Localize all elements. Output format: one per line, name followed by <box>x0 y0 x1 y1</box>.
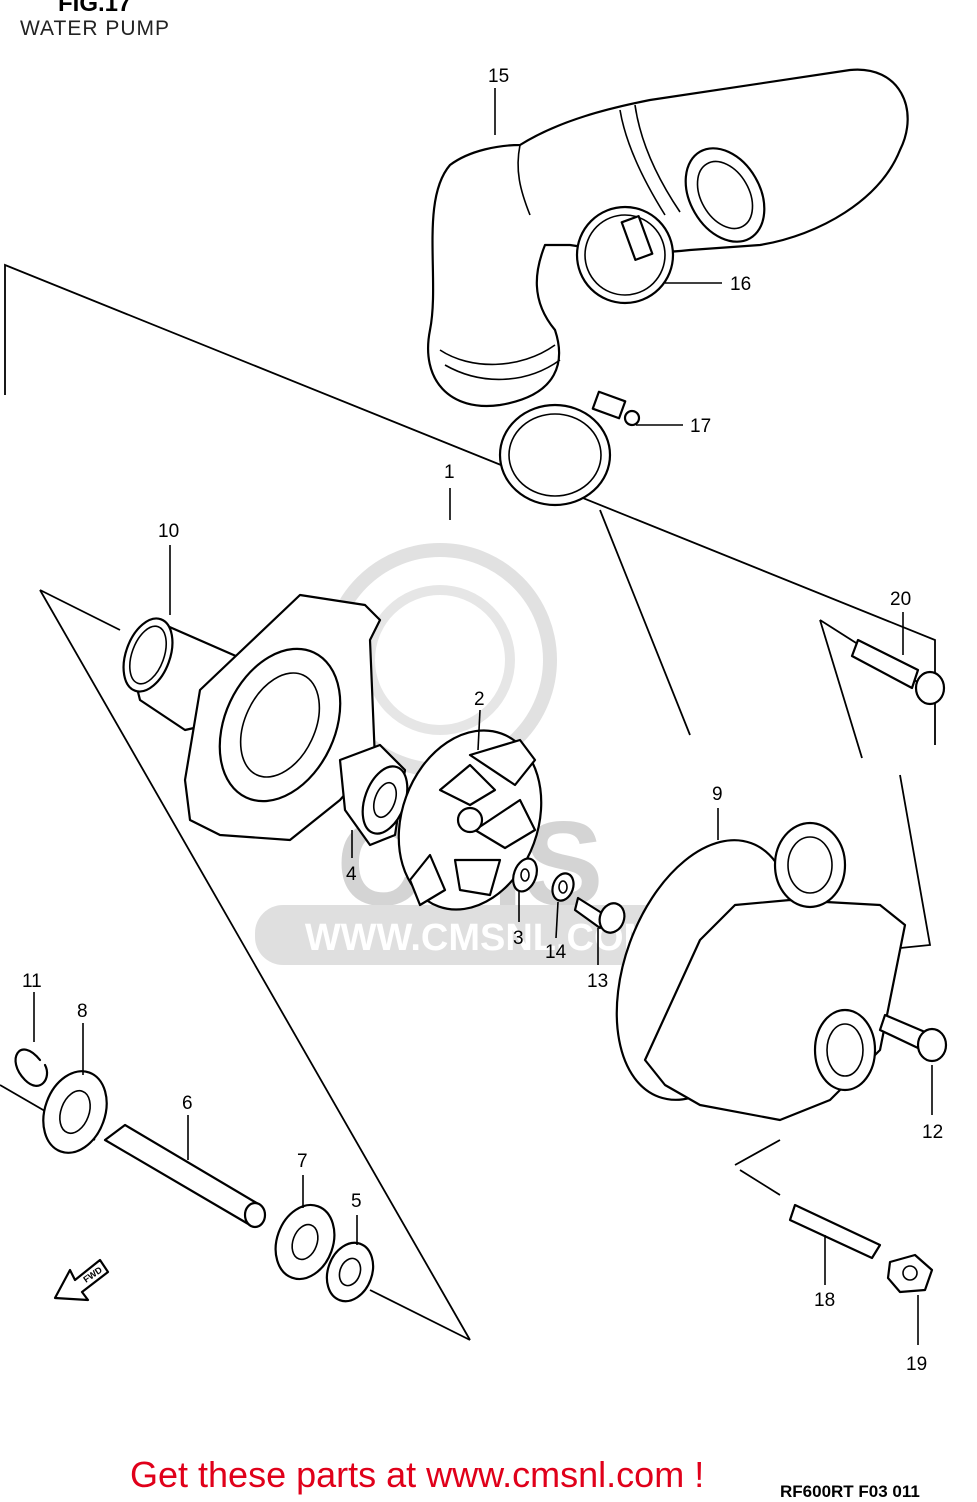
part-18-stud <box>788 1203 882 1260</box>
part-2-impeller <box>397 729 543 911</box>
callout-17: 17 <box>690 416 711 437</box>
part-8-bearing <box>42 1070 108 1154</box>
callout-19: 19 <box>906 1354 927 1375</box>
callout-8: 8 <box>77 1001 88 1022</box>
callout-18: 18 <box>814 1290 835 1311</box>
part-20-bolt <box>850 638 946 706</box>
part-17-hose-clamp <box>498 390 641 507</box>
figure-number: FIG.17 <box>58 0 132 17</box>
part-9-pump-cover <box>615 821 907 1122</box>
callout-12: 12 <box>922 1122 943 1143</box>
callout-3: 3 <box>513 928 524 949</box>
callout-20: 20 <box>890 589 911 610</box>
callout-2: 2 <box>474 689 485 710</box>
callout-14: 14 <box>545 942 567 963</box>
part-19-nut <box>886 1253 934 1294</box>
part-12-bolt <box>878 1013 948 1063</box>
part-7-bearing <box>274 1203 336 1281</box>
pump-case <box>183 593 382 842</box>
part-4-mechanical-seal <box>338 743 409 847</box>
part-11-circlip <box>14 1048 49 1087</box>
callout-15: 15 <box>488 66 509 87</box>
callout-16: 16 <box>730 274 751 295</box>
page-title: WATER PUMP <box>20 17 170 40</box>
leader-lines <box>33 88 933 1345</box>
callout-4: 4 <box>346 864 357 885</box>
callout-labels: 15 16 17 1 10 20 2 9 4 3 14 13 11 8 6 12… <box>22 66 943 1375</box>
callout-11: 11 <box>22 971 42 992</box>
callout-1: 1 <box>444 462 455 483</box>
callout-13: 13 <box>587 971 608 992</box>
shop-link[interactable]: Get these parts at www.cmsnl.com ! <box>130 1454 705 1495</box>
fwd-arrow-icon: FWD <box>53 1258 110 1302</box>
callout-7: 7 <box>297 1151 308 1172</box>
part-14-washer <box>551 872 575 902</box>
callout-5: 5 <box>351 1191 362 1212</box>
part-6-shaft <box>103 1123 267 1229</box>
callout-10: 10 <box>158 521 179 542</box>
callout-6: 6 <box>182 1093 193 1114</box>
callout-9: 9 <box>712 784 723 805</box>
part-16-hose-clamp <box>575 205 675 305</box>
part-13-bolt <box>573 896 626 934</box>
diagram-code: RF600RT F03 011 <box>780 1482 920 1501</box>
part-5-oil-seal <box>325 1241 375 1303</box>
